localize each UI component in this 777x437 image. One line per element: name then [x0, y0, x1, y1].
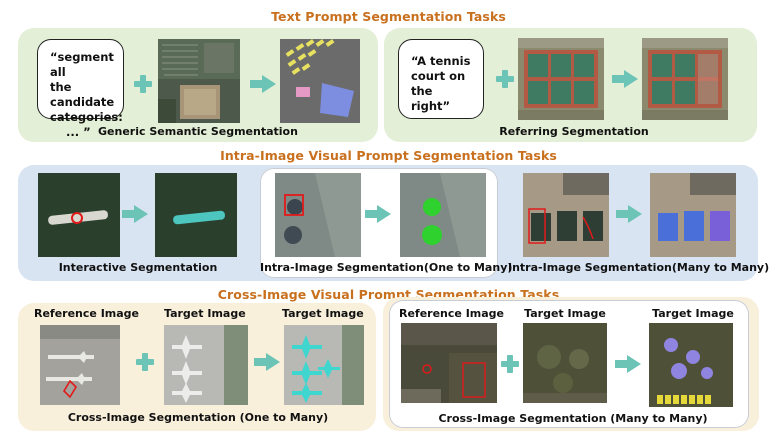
label-target-image: Target Image [282, 307, 364, 320]
quote-line: “A tennis [411, 54, 471, 68]
plus-icon [134, 75, 152, 93]
remote-sensing-image [158, 39, 240, 123]
panel-cross-one-to-many: Reference Image Target Image Target Imag… [18, 303, 376, 431]
caption-many-to-many: Intra-Image Segmentation(Many to Many) [508, 261, 770, 274]
segmentation-result-image [649, 323, 733, 407]
storage-tank-image [275, 173, 361, 257]
arrow-right-icon [616, 205, 642, 223]
panel-generic-semantic: “segment all the candidate categories: .… [18, 28, 378, 142]
caption-one-to-many: Intra-Image Segmentation(One to Many) [260, 261, 513, 274]
panel-intra-image: Interactive Segmentation Intra-Image Seg… [18, 165, 770, 281]
caption-generic-semantic: Generic Semantic Segmentation [98, 125, 298, 138]
quote-line: the candidate [50, 80, 115, 109]
quote-line: ... ” [66, 125, 91, 139]
quote-line: court on the [411, 69, 466, 98]
airplane-reference-image [40, 325, 120, 405]
caption-cross-many-to-many: Cross-Image Segmentation (Many to Many) [438, 412, 708, 425]
segmentation-result-image [284, 325, 364, 405]
arrow-right-icon [612, 70, 638, 88]
quote-line: “segment all [50, 50, 114, 79]
park-target-image [523, 323, 607, 403]
arrow-right-icon [250, 75, 276, 93]
section-title-intra-image: Intra-Image Visual Prompt Segmentation T… [220, 148, 557, 163]
arrow-right-icon [365, 205, 391, 223]
label-reference-image: Reference Image [399, 307, 505, 320]
text-prompt-bubble: “A tennis court on the right” [398, 39, 484, 119]
label-reference-image: Reference Image [34, 307, 140, 320]
quote-line: right” [411, 99, 451, 113]
text-prompt-bubble: “segment all the candidate categories: .… [37, 39, 124, 139]
segmentation-result-image [650, 173, 736, 257]
courts-image [523, 173, 609, 257]
section-title-text-prompt: Text Prompt Segmentation Tasks [271, 9, 506, 24]
segmentation-result-image [642, 38, 728, 120]
segmentation-result-image [280, 39, 360, 123]
plus-icon [501, 355, 519, 373]
ship-image [38, 173, 120, 257]
arrow-right-icon [122, 205, 148, 223]
park-reference-image [401, 323, 497, 403]
quote-line: categories: [50, 110, 123, 124]
caption-interactive: Interactive Segmentation [58, 261, 218, 274]
caption-referring: Referring Segmentation [499, 125, 649, 138]
segmentation-result-image [400, 173, 486, 257]
label-target-image: Target Image [524, 307, 606, 320]
arrow-right-icon [615, 355, 641, 373]
panel-referring: “A tennis court on the right” [384, 28, 757, 142]
airplane-target-image [164, 325, 248, 405]
plus-icon [496, 70, 514, 88]
arrow-right-icon [254, 353, 280, 371]
caption-cross-one-to-many: Cross-Image Segmentation (One to Many) [67, 411, 329, 424]
panel-cross-many-to-many: Reference Image Target Image Target Imag… [383, 297, 759, 431]
label-target-image: Target Image [164, 307, 246, 320]
plus-icon [136, 353, 154, 371]
segmentation-result-image [155, 173, 237, 257]
label-target-image: Target Image [652, 307, 734, 320]
remote-sensing-image [518, 38, 604, 120]
